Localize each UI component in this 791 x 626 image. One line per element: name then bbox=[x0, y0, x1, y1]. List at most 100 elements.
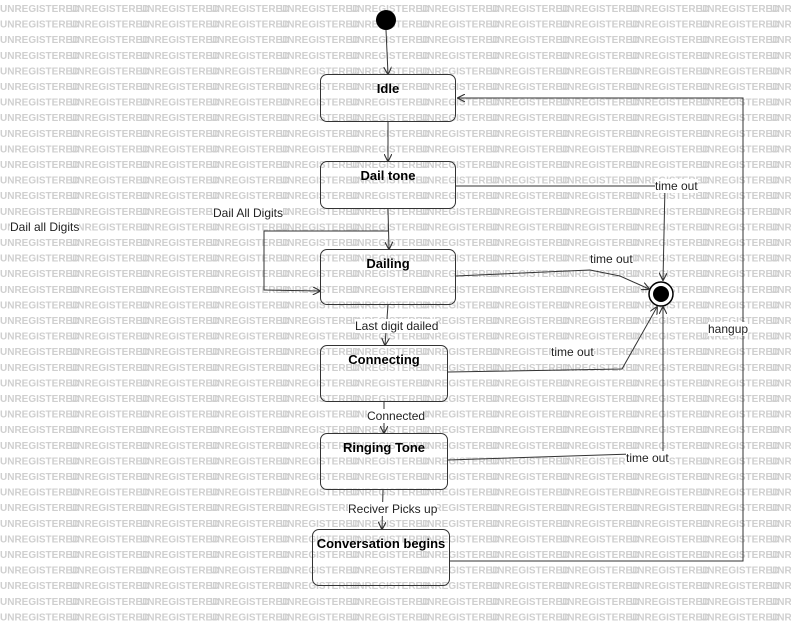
watermark-text: UNREGISTERED bbox=[280, 51, 359, 62]
watermark-text: UNREGISTERED bbox=[140, 519, 219, 530]
watermark-text: UNREGISTERED bbox=[490, 35, 569, 46]
watermark-text: UNREGISTERED bbox=[560, 425, 639, 436]
watermark-text: UNREGISTERED bbox=[490, 488, 569, 499]
watermark-text: UNREGISTERED bbox=[560, 191, 639, 202]
watermark-text: UNREGISTERED bbox=[280, 456, 359, 467]
label-timeout-dailing: time out bbox=[590, 252, 633, 266]
watermark-text: UNREGISTERED bbox=[140, 82, 219, 93]
watermark-text: UNREGISTERED bbox=[700, 472, 779, 483]
watermark-text: UNREGISTERED bbox=[350, 222, 429, 233]
watermark-text: UNREGISTERED bbox=[0, 191, 79, 202]
watermark-text: UNREGISTERED bbox=[700, 160, 779, 171]
state-dail-tone[interactable]: Dail tone bbox=[320, 161, 456, 209]
watermark-text: UNREGISTERED bbox=[700, 191, 779, 202]
watermark-text: UNREGISTERED bbox=[350, 254, 429, 265]
watermark-text: UNREGISTERED bbox=[210, 425, 289, 436]
watermark-text: UNREGISTERED bbox=[70, 207, 149, 218]
watermark-text: UNREGISTERED bbox=[770, 425, 791, 436]
watermark-text: UNREGISTERED bbox=[490, 191, 569, 202]
watermark-text: UNREGISTERED bbox=[700, 144, 779, 155]
state-conversation-begins[interactable]: Conversation begins bbox=[312, 529, 450, 586]
watermark-text: UNREGISTERED bbox=[280, 238, 359, 249]
watermark-text: UNREGISTERED bbox=[420, 472, 499, 483]
watermark-text: UNREGISTERED bbox=[0, 347, 79, 358]
edge-initial-to-idle bbox=[386, 29, 388, 74]
watermark-text: UNREGISTERED bbox=[420, 222, 499, 233]
watermark-text: UNREGISTERED bbox=[420, 207, 499, 218]
watermark-text: UNREGISTERED bbox=[140, 550, 219, 561]
watermark-text: UNREGISTERED bbox=[490, 363, 569, 374]
watermark-text: UNREGISTERED bbox=[210, 612, 289, 623]
watermark-text: UNREGISTERED bbox=[0, 581, 79, 592]
watermark-text: UNREGISTERED bbox=[490, 410, 569, 421]
watermark-text: UNREGISTERED bbox=[770, 20, 791, 31]
watermark-text: UNREGISTERED bbox=[140, 566, 219, 577]
watermark-text: UNREGISTERED bbox=[770, 51, 791, 62]
watermark-text: UNREGISTERED bbox=[0, 285, 79, 296]
watermark-text: UNREGISTERED bbox=[350, 4, 429, 15]
label-timeout-ringing: time out bbox=[626, 451, 669, 465]
watermark-text: UNREGISTERED bbox=[630, 519, 709, 530]
watermark-text: UNREGISTERED bbox=[280, 98, 359, 109]
watermark-text: UNREGISTERED bbox=[490, 316, 569, 327]
watermark-text: UNREGISTERED bbox=[420, 285, 499, 296]
watermark-text: UNREGISTERED bbox=[700, 4, 779, 15]
watermark-text: UNREGISTERED bbox=[630, 207, 709, 218]
state-ringing-tone[interactable]: Ringing Tone bbox=[320, 433, 448, 490]
watermark-text: UNREGISTERED bbox=[280, 176, 359, 187]
watermark-text: UNREGISTERED bbox=[420, 503, 499, 514]
watermark-text: UNREGISTERED bbox=[350, 269, 429, 280]
watermark-text: UNREGISTERED bbox=[560, 222, 639, 233]
watermark-text: UNREGISTERED bbox=[770, 581, 791, 592]
watermark-text: UNREGISTERED bbox=[560, 238, 639, 249]
watermark-text: UNREGISTERED bbox=[280, 4, 359, 15]
watermark-text: UNREGISTERED bbox=[280, 300, 359, 311]
watermark-text: UNREGISTERED bbox=[0, 363, 79, 374]
watermark-text: UNREGISTERED bbox=[420, 113, 499, 124]
watermark-text: UNREGISTERED bbox=[350, 519, 429, 530]
state-connecting[interactable]: Connecting bbox=[320, 345, 448, 402]
watermark-text: UNREGISTERED bbox=[560, 581, 639, 592]
watermark-text: UNREGISTERED bbox=[420, 300, 499, 311]
watermark-text: UNREGISTERED bbox=[140, 347, 219, 358]
watermark-text: UNREGISTERED bbox=[210, 394, 289, 405]
watermark-text: UNREGISTERED bbox=[210, 456, 289, 467]
watermark-text: UNREGISTERED bbox=[70, 363, 149, 374]
watermark-text: UNREGISTERED bbox=[420, 581, 499, 592]
watermark-text: UNREGISTERED bbox=[280, 378, 359, 389]
watermark-text: UNREGISTERED bbox=[560, 35, 639, 46]
watermark-text: UNREGISTERED bbox=[280, 550, 359, 561]
watermark-text: UNREGISTERED bbox=[770, 394, 791, 405]
watermark-text: UNREGISTERED bbox=[0, 488, 79, 499]
watermark-text: UNREGISTERED bbox=[210, 82, 289, 93]
watermark-text: UNREGISTERED bbox=[630, 550, 709, 561]
edge-dail-tone-timeout bbox=[456, 185, 665, 280]
watermark-text: UNREGISTERED bbox=[490, 347, 569, 358]
watermark-text: UNREGISTERED bbox=[490, 503, 569, 514]
watermark-text: UNREGISTERED bbox=[70, 566, 149, 577]
watermark-text: UNREGISTERED bbox=[560, 129, 639, 140]
watermark-text: UNREGISTERED bbox=[210, 20, 289, 31]
watermark-text: UNREGISTERED bbox=[350, 566, 429, 577]
watermark-text: UNREGISTERED bbox=[280, 254, 359, 265]
watermark-text: UNREGISTERED bbox=[280, 394, 359, 405]
watermark-text: UNREGISTERED bbox=[350, 488, 429, 499]
final-node-dot bbox=[653, 286, 669, 302]
watermark-text: UNREGISTERED bbox=[210, 144, 289, 155]
watermark-text: UNREGISTERED bbox=[630, 612, 709, 623]
watermark-text: UNREGISTERED bbox=[770, 176, 791, 187]
watermark-text: UNREGISTERED bbox=[630, 113, 709, 124]
watermark-text: UNREGISTERED bbox=[490, 300, 569, 311]
watermark-text: UNREGISTERED bbox=[350, 597, 429, 608]
state-dailing[interactable]: Dailing bbox=[320, 249, 456, 305]
watermark-text: UNREGISTERED bbox=[280, 441, 359, 452]
watermark-text: UNREGISTERED bbox=[490, 207, 569, 218]
watermark-text: UNREGISTERED bbox=[140, 113, 219, 124]
watermark-text: UNREGISTERED bbox=[70, 222, 149, 233]
state-idle[interactable]: Idle bbox=[320, 74, 456, 122]
watermark-text: UNREGISTERED bbox=[280, 191, 359, 202]
watermark-text: UNREGISTERED bbox=[630, 425, 709, 436]
watermark-text: UNREGISTERED bbox=[210, 441, 289, 452]
watermark-text: UNREGISTERED bbox=[420, 176, 499, 187]
